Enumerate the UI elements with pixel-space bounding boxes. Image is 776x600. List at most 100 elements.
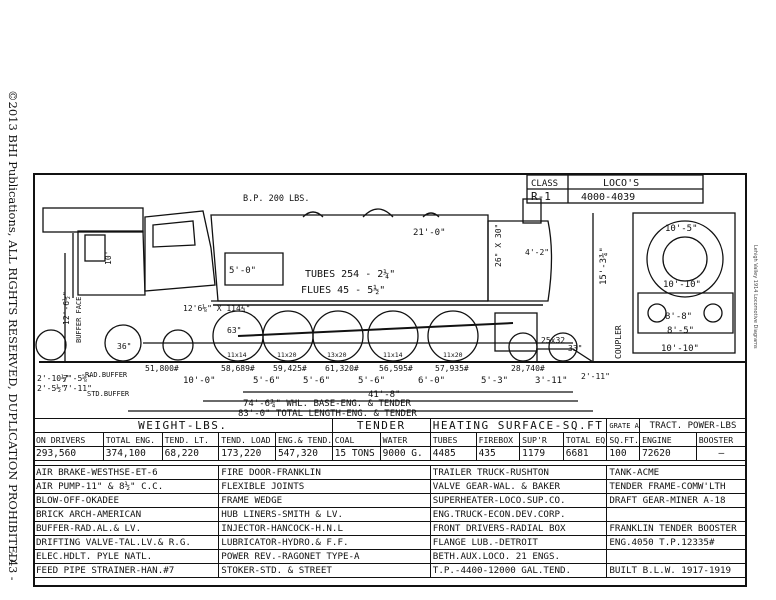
boiler-length: 21'-0" — [413, 228, 446, 238]
cylinder-dim: 26" X 30" — [494, 224, 503, 267]
val-supr: 1179 — [519, 446, 564, 461]
tender-tank — [77, 230, 146, 296]
driver-wheel-4 — [367, 310, 419, 362]
axle-load-1: 51,800# — [145, 364, 179, 373]
col-coal: COAL — [331, 432, 381, 447]
bearing-1: 11x14 — [227, 351, 247, 359]
col-tend-load: TEND. LOAD — [218, 432, 276, 447]
weight-header: WEIGHT-LBS. — [33, 418, 333, 433]
spec-cell: BETH.AUX.LOCO. 21 ENGS. — [429, 549, 608, 564]
bearing-2: 11x20 — [277, 351, 297, 359]
smokestack — [522, 198, 542, 224]
axle-load-6: 57,935# — [435, 364, 469, 373]
spacing-1: 10'-0" — [183, 376, 216, 386]
val-total-eng: 374,100 — [102, 446, 163, 461]
spec-row: BUFFER-RAD.AL.& LV.INJECTOR-HANCOCK-H.N.… — [32, 521, 747, 536]
spec-cell: BLOW-OFF-OKADEE — [32, 493, 220, 508]
val-tubes: 4485 — [429, 446, 477, 461]
val-tend-lt: 68,220 — [161, 446, 220, 461]
dome-dim: 4'-2" — [525, 248, 549, 257]
end-cyl-centers: 8'-5" — [667, 326, 694, 336]
table-value-row: 293,560 374,100 68,220 173,220 547,320 1… — [33, 446, 748, 461]
col-supr: SUP'R — [519, 432, 564, 447]
driver-wheel-3 — [312, 310, 364, 362]
tender-wheel-1 — [35, 329, 67, 361]
lead-truck-wheel-1 — [508, 332, 538, 362]
col-total-eq: TOTAL EQ. — [562, 432, 608, 447]
table-header-row: WEIGHT-LBS. TENDER HEATING SURFACE-SQ.FT… — [33, 418, 747, 433]
main-rod — [237, 322, 514, 337]
spacing-3: 5'-6" — [303, 376, 330, 386]
spacing-4: 5'-6" — [358, 376, 385, 386]
spec-cell: POWER REV.-RAGONET TYPE-A — [218, 549, 431, 564]
total-length: 83'-0" TOTAL LENGTH-ENG. & TENDER — [238, 409, 417, 418]
engine-wheelbase: 41'-8" — [368, 390, 401, 400]
tender-wheel-dia: 36" — [117, 342, 131, 351]
spec-cell: DRIFTING VALVE-TAL.LV.& R.G. — [32, 535, 220, 550]
val-eng-tend: 547,320 — [274, 446, 333, 461]
spec-cell: BUFFER-RAD.AL.& LV. — [32, 521, 220, 536]
loco-numbers: 4000-4039 — [581, 192, 635, 203]
tender-header: TENDER — [331, 418, 431, 433]
val-booster: — — [695, 446, 748, 461]
lead-wheel-dia: 33" — [568, 344, 582, 353]
driver-wheel-5 — [427, 310, 479, 362]
tubes-spec: TUBES 254 - 2¼" — [305, 268, 395, 280]
val-tend-load: 173,220 — [218, 446, 276, 461]
firebox-height: 5'-0" — [229, 266, 256, 276]
tender-coal-bunker — [42, 207, 144, 233]
coupler-height: 2'-11" — [581, 372, 610, 381]
spec-cell: DRAFT GEAR-MINER A-18 — [606, 493, 747, 508]
spec-cell: FRONT DRIVERS-RADIAL BOX — [429, 521, 608, 536]
val-total-eq: 6681 — [562, 446, 608, 461]
val-engine: 72620 — [639, 446, 697, 461]
stack-height: 15'-3¾" — [599, 247, 609, 285]
end-height: 8'-8" — [665, 312, 692, 322]
spec-cell: AIR PUMP-11" & 8½" C.C. — [32, 479, 220, 494]
spec-cell: FEED PIPE STRAINER-HAN.#7 — [32, 563, 220, 578]
cylinder — [494, 312, 538, 352]
spacing-2: 5'-6" — [253, 376, 280, 386]
col-booster: BOOSTER — [695, 432, 748, 447]
axle-load-2: 58,689# — [221, 364, 255, 373]
trailing-wheel — [162, 329, 194, 361]
grate-dimension: 12'6⅛" X 114¼" — [183, 304, 250, 313]
spec-cell: BUILT B.L.W. 1917-1919 — [606, 563, 747, 578]
end-width: 10'-10" — [663, 280, 701, 290]
spec-cell: TENDER FRAME-COMW'LTH — [606, 479, 747, 494]
val-coal: 15 TONS — [331, 446, 381, 461]
cab-height: 10' — [104, 251, 113, 265]
val-water: 9000 G. — [379, 446, 431, 461]
spec-cell: BRICK ARCH-AMERICAN — [32, 507, 220, 522]
spec-cell: ELEC.HDLT. PYLE NATL. — [32, 549, 220, 564]
steam-dome — [362, 208, 394, 218]
bearing-3: 13x20 — [327, 351, 347, 359]
buffer-face-label: BUFFER FACE — [75, 297, 83, 343]
page-number: - 43 - — [6, 552, 19, 581]
collection-note: Lehigh Valley 1914 Locomotive Diagrams — [752, 245, 758, 349]
spec-cell: VALVE GEAR-WAL. & BAKER — [429, 479, 608, 494]
spec-cell: AIR BRAKE-WESTHSE-ET-6 — [32, 465, 220, 480]
col-total-eng: TOTAL ENG. — [102, 432, 163, 447]
val-on-drivers: 293,560 — [33, 446, 104, 461]
col-engine: ENGINE — [639, 432, 697, 447]
col-tubes: TUBES — [429, 432, 477, 447]
spec-cell: TRAILER TRUCK-RUSHTON — [429, 465, 608, 480]
end-front-width: 10'-10" — [661, 344, 699, 354]
spec-cell: TANK-ACME — [606, 465, 747, 480]
pilot — [536, 348, 596, 363]
spec-cell — [606, 507, 747, 522]
col-firebox: FIREBOX — [475, 432, 521, 447]
copyright-notice: ©2013 BHI Publications, ALL RIGHTS RESER… — [6, 90, 20, 563]
col-sqft: SQ.FT. — [606, 432, 641, 447]
left-dim-2: 7'-5⅝" — [63, 374, 92, 383]
axle-load-3: 59,425# — [273, 364, 307, 373]
spec-cell: FLANGE LUB.-DETROIT — [429, 535, 608, 550]
cylinder-size: 25x32 — [541, 336, 565, 345]
left-dim-4: 7'-11" — [63, 384, 92, 393]
loco-label: LOCO'S — [603, 178, 639, 189]
table-column-row: ON DRIVERS TOTAL ENG. TEND. LT. TEND. LO… — [33, 432, 748, 447]
